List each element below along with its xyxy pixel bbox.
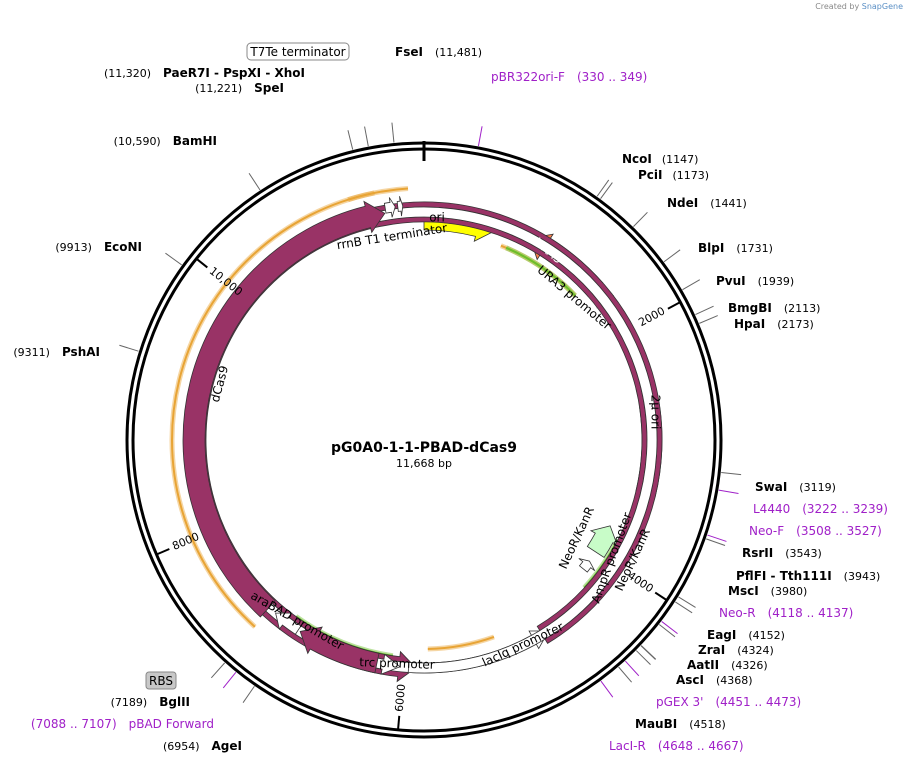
site-line-asci — [635, 650, 651, 666]
tick-label: 6000 — [393, 683, 408, 712]
site-maubi[interactable]: MauBI(4518) — [635, 717, 726, 731]
primer-pgex3[interactable]: pGEX 3'(4451 .. 4473) — [656, 695, 801, 709]
site-pshai[interactable]: (9311)PshAI — [13, 345, 100, 359]
site-paer7i-pspxi-xhoi[interactable]: (11,320)PaeR7I - PspXI - XhoI — [104, 66, 305, 80]
feature-ampr-promoter[interactable] — [578, 558, 596, 573]
tick-mark — [195, 257, 208, 269]
feature-label-arabad-promoter: araBAD promoter — [248, 588, 346, 653]
tick-label: 4000 — [625, 569, 656, 595]
feature-neor-kanr[interactable] — [586, 525, 619, 558]
site-pvui[interactable]: PvuI(1939) — [716, 274, 794, 288]
primer-laci-r[interactable]: LacI-R(4648 .. 4667) — [609, 739, 744, 753]
site-ncoi[interactable]: NcoI(1147) — [622, 152, 698, 166]
site-pflfi-tth111i[interactable]: PflFI - Tth111I(3943) — [736, 569, 880, 583]
site-line-blpi — [663, 249, 681, 263]
site-line-neo-f — [707, 534, 727, 542]
site-line-bmgbi — [695, 305, 714, 316]
primer-l4440[interactable]: L4440(3222 .. 3239) — [753, 502, 888, 516]
orf-arrow — [427, 634, 495, 652]
site-line-neo-r — [661, 621, 678, 634]
site-line-hpai — [699, 315, 718, 324]
t7te-terminator-label: T7Te terminator — [249, 45, 345, 59]
feature-label-ori: ori — [429, 211, 445, 225]
tick-label: 2000 — [636, 304, 667, 329]
tick-mark — [667, 301, 681, 310]
feature-rrnb-t1-terminator[interactable] — [383, 197, 396, 218]
rbs-label: RBS — [149, 674, 173, 688]
site-econi[interactable]: (9913)EcoNI — [55, 240, 142, 254]
site-line-eagi — [658, 624, 676, 638]
orf-arrow — [169, 190, 375, 629]
site-rsrii[interactable]: RsrII(3543) — [742, 546, 822, 560]
primer-neo-f[interactable]: Neo-F(3508 .. 3527) — [749, 524, 882, 538]
site-aatii[interactable]: AatII(4326) — [687, 658, 768, 672]
t7te-terminator-box[interactable]: T7Te terminator — [246, 42, 350, 61]
snapgene-logo: SnapGene — [861, 2, 903, 11]
backbone — [125, 141, 723, 739]
site-msci[interactable]: MscI(3980) — [728, 584, 807, 598]
site-bamhi[interactable]: (10,590)BamHI — [114, 134, 217, 148]
site-line-agei — [242, 685, 255, 704]
site-line-ndei — [633, 211, 648, 227]
snapgene-credit: Created by SnapGene — [815, 2, 903, 11]
site-line-rsrii — [706, 538, 726, 546]
feature-t7te-terminator[interactable] — [396, 196, 404, 217]
site-line-aatii — [640, 645, 656, 660]
site-line-maubi — [618, 666, 632, 683]
feature-arac[interactable] — [299, 626, 380, 674]
feature-label-neor-kanr: NeoR/KanR — [556, 504, 597, 571]
site-line-msci — [675, 601, 693, 614]
site-bglii[interactable]: (7189)BglII — [111, 695, 190, 709]
site-line-bglii — [210, 662, 226, 679]
site-line-econi — [165, 252, 182, 266]
site-eagi[interactable]: EagI(4152) — [707, 628, 785, 642]
site-agei[interactable]: (6954)AgeI — [163, 739, 242, 753]
site-line-paer7i-pspxi-xhoi — [364, 126, 369, 147]
site-ndei[interactable]: NdeI(1441) — [667, 196, 747, 210]
site-line-pgex-3 — [624, 660, 640, 677]
site-line-bamhi — [248, 172, 261, 191]
site-line-swai — [721, 471, 742, 476]
site-layer — [119, 122, 742, 704]
feature-label-laci: lacI — [501, 664, 525, 683]
site-line-fsei — [391, 122, 395, 143]
primer-pbr322ori-f[interactable]: pBR322ori-F(330 .. 349) — [491, 70, 647, 84]
site-hpai[interactable]: HpaI(2173) — [734, 317, 814, 331]
feature-label-arac: araC — [332, 667, 363, 688]
rbs-box[interactable]: RBS — [145, 671, 177, 690]
site-line-pshai — [119, 344, 139, 352]
site-line-l4440 — [718, 489, 739, 495]
site-line-pbr322ori-f — [477, 126, 483, 147]
site-bmgbi[interactable]: BmgBI(2113) — [728, 301, 820, 315]
plasmid-size: 11,668 bp — [396, 457, 452, 470]
feature-label-laciq-promoter: lacIq promoter — [480, 620, 566, 670]
site-line-pbad-forward — [222, 672, 237, 689]
site-line-laci-r — [600, 680, 614, 698]
tick-mark — [397, 715, 401, 730]
feature-label-2-ori: 2μ ori — [649, 395, 663, 430]
site-zrai[interactable]: ZraI(4324) — [698, 643, 774, 657]
site-line-pcii — [600, 182, 613, 199]
site-spei[interactable]: (11,221)SpeI — [195, 81, 284, 95]
site-line-spei — [347, 130, 354, 150]
primer-pbad-forward[interactable]: (7088 .. 7107)pBAD Forward — [31, 717, 214, 731]
site-blpi[interactable]: BlpI(1731) — [698, 241, 773, 255]
site-line-pflfi-tth111i — [678, 596, 696, 608]
site-fsei[interactable]: FseI(11,481) — [395, 45, 482, 59]
feature-arabad-promoter[interactable] — [275, 612, 302, 635]
feature-dcas9[interactable] — [182, 200, 386, 618]
site-line-pvui — [682, 279, 701, 291]
plasmid-name: pG0A0-1-1-PBAD-dCas9 — [331, 440, 517, 456]
tick-mark — [654, 591, 668, 602]
orf-arrow — [505, 245, 577, 298]
tick-mark — [156, 548, 170, 556]
feature-label-trc-promoter: trc promoter — [359, 655, 435, 672]
site-swai[interactable]: SwaI(3119) — [755, 480, 836, 494]
site-asci[interactable]: AscI(4368) — [676, 673, 753, 687]
primer-neo-r[interactable]: Neo-R(4118 .. 4137) — [719, 606, 853, 620]
site-line-ncoi — [596, 179, 610, 197]
site-pcii[interactable]: PciI(1173) — [638, 168, 709, 182]
site-labels: FseI(11,481) pBR322ori-F(330 .. 349) Nco… — [13, 45, 888, 753]
